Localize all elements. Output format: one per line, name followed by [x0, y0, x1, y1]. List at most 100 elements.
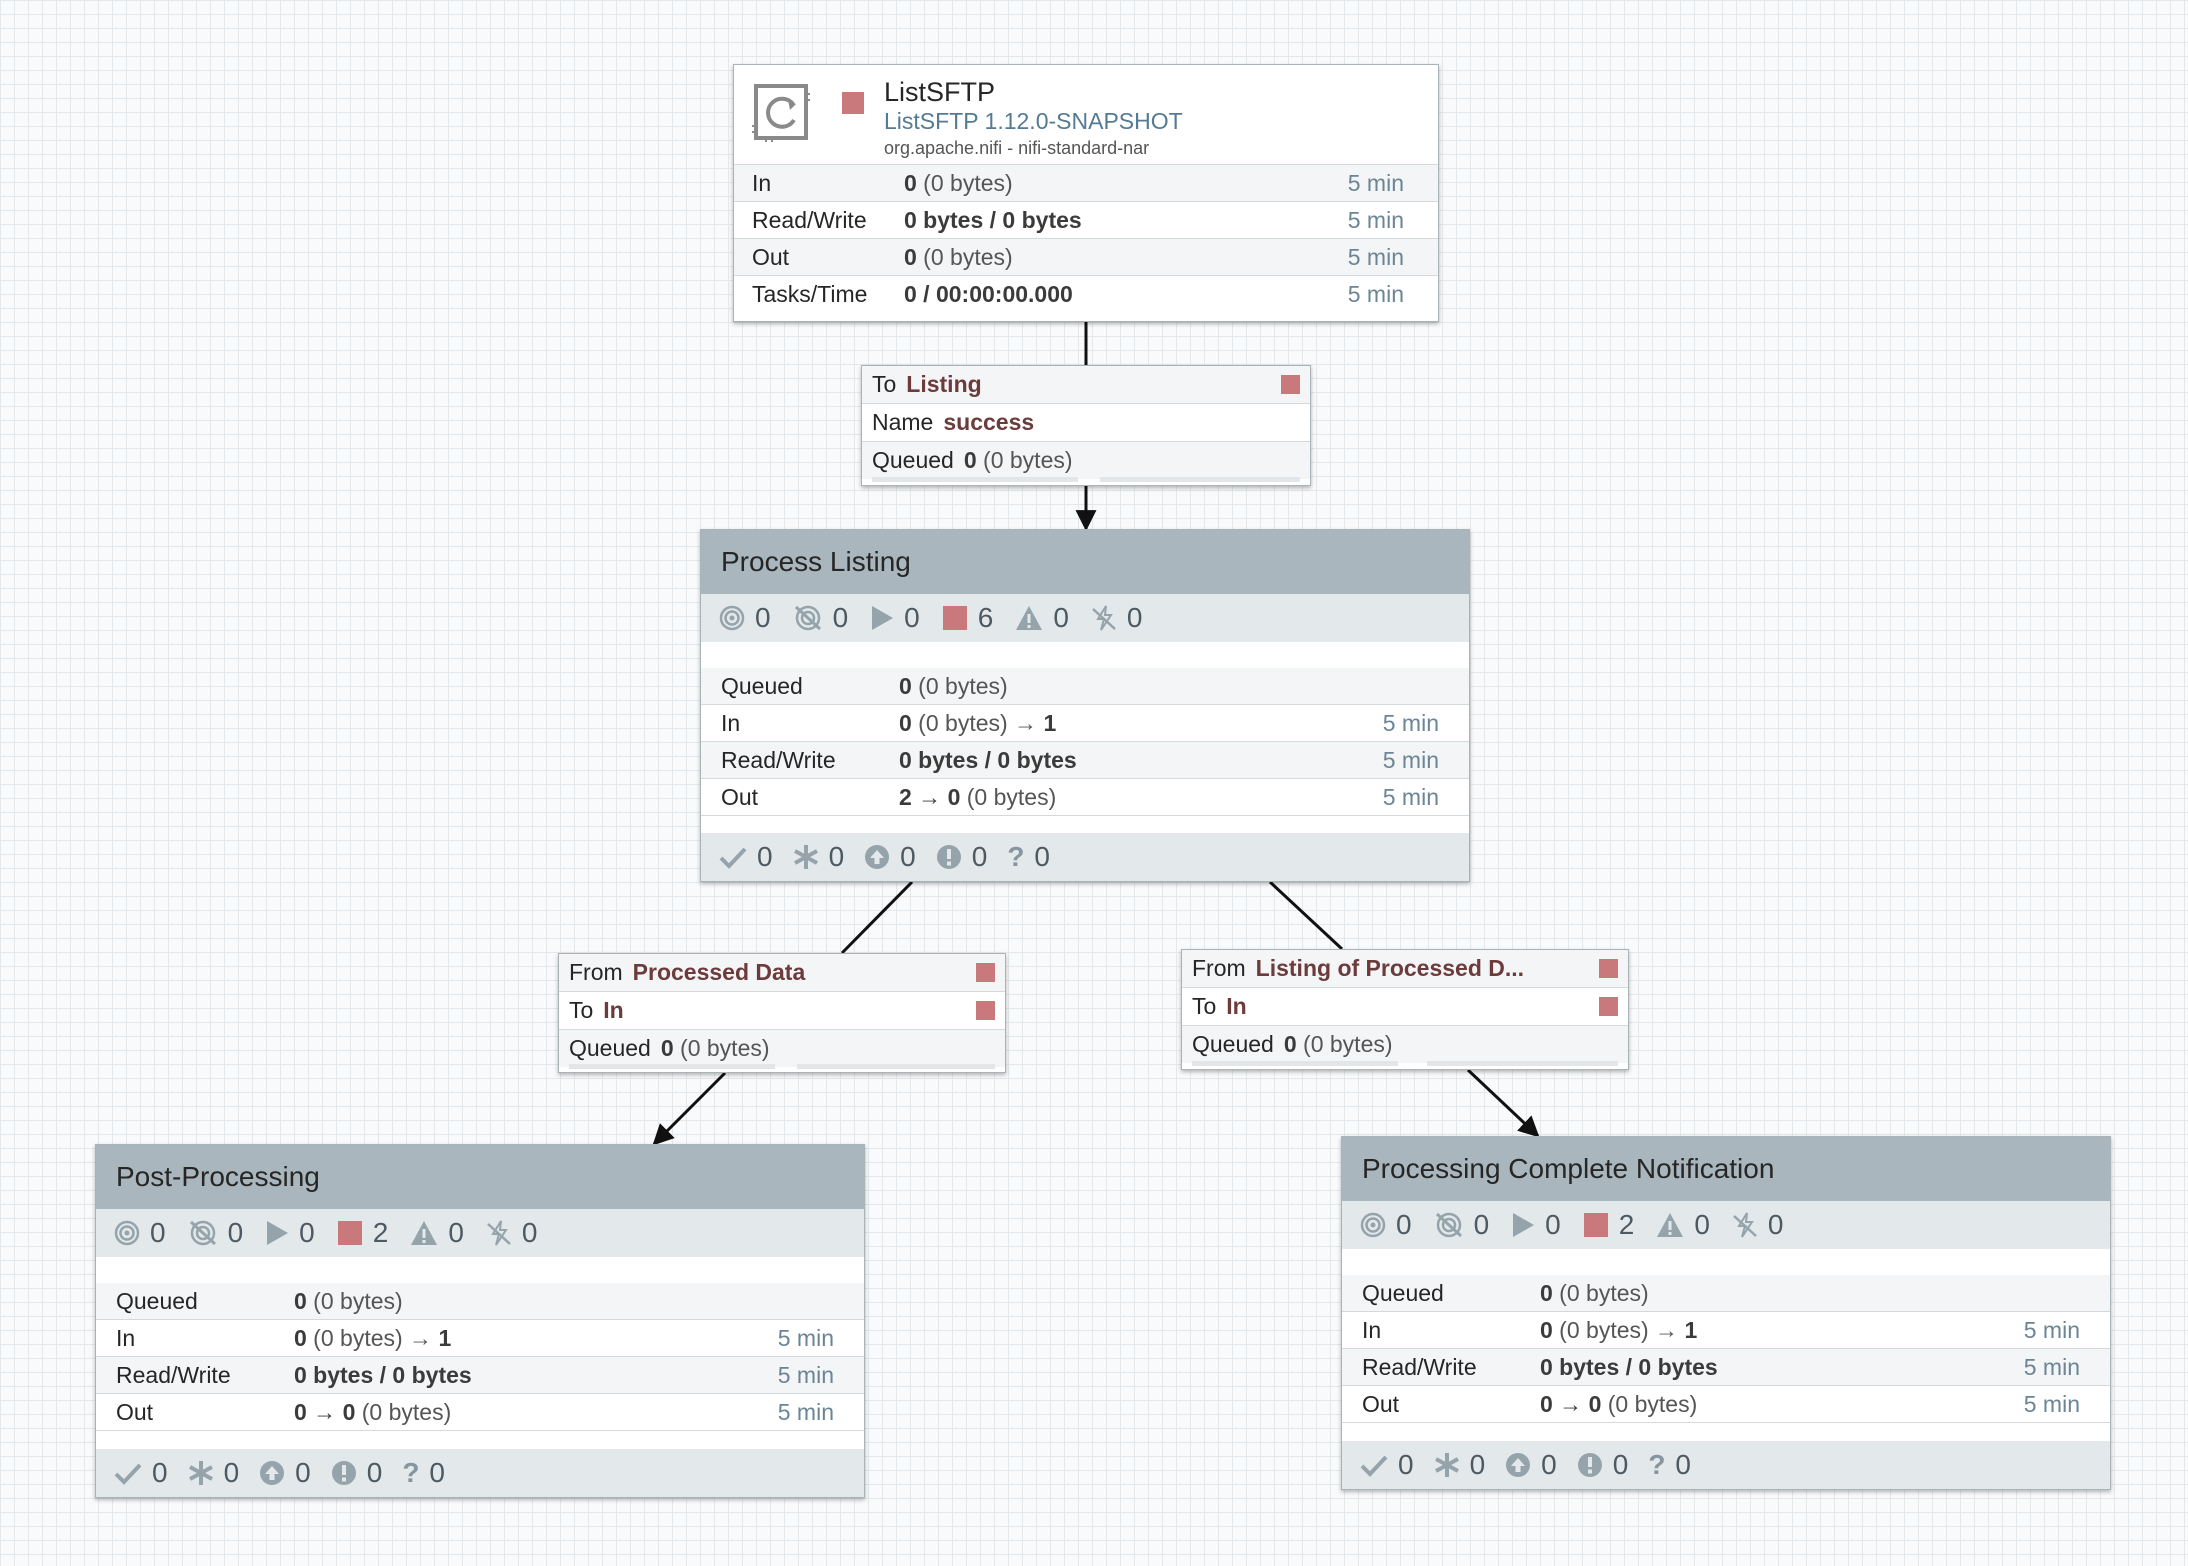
- locally-modified-icon: [1434, 1453, 1459, 1477]
- unknown-icon: ?: [1648, 1449, 1666, 1480]
- stopped-icon: [1599, 959, 1618, 978]
- connection-line-listing-processed-arrow: [1466, 1068, 1540, 1138]
- processor-header: ListSFTP ListSFTP 1.12.0-SNAPSHOT org.ap…: [734, 65, 1438, 165]
- process-group-post-processing[interactable]: Post-Processing 0 0 0 2 0 0 Queued 0 (0 …: [95, 1144, 865, 1498]
- processor-name: ListSFTP: [884, 77, 996, 107]
- stat-value: 0 / 00:00:00.000: [904, 281, 1073, 307]
- stopped-icon[interactable]: [842, 92, 864, 114]
- stopped-icon: [1599, 997, 1618, 1016]
- sync-failure-icon: [1577, 1453, 1602, 1477]
- stale-icon: [1506, 1453, 1531, 1477]
- up-to-date-icon: [114, 1463, 142, 1485]
- stopped-icon: [1583, 1213, 1608, 1237]
- stat-time: 5 min: [1347, 244, 1404, 270]
- process-group-readwrite-row: Read/Write 0 bytes / 0 bytes 5 min: [1342, 1349, 2110, 1386]
- unknown-icon: ?: [402, 1457, 420, 1488]
- queue-size-bar: [797, 1064, 995, 1069]
- connection-line-processed-data: [840, 880, 914, 955]
- process-group-readwrite-row: Read/Write 0 bytes / 0 bytes 5 min: [96, 1357, 864, 1394]
- processor-bundle: org.apache.nifi - nifi-standard-nar: [884, 138, 1150, 158]
- process-group-out-row: Out 0 → 0 (0 bytes) 5 min: [96, 1394, 864, 1431]
- process-group-processing-complete-notification[interactable]: Processing Complete Notification 0 0 0 2…: [1341, 1136, 2111, 1490]
- stat-label: Tasks/Time: [752, 281, 868, 307]
- up-to-date-icon: [1360, 1455, 1388, 1477]
- stat-value: 0 bytes / 0 bytes: [904, 207, 1082, 233]
- process-group-title: Processing Complete Notification: [1342, 1137, 2110, 1201]
- sync-failure-icon: [331, 1461, 356, 1485]
- processor-listsftp[interactable]: ListSFTP ListSFTP 1.12.0-SNAPSHOT org.ap…: [733, 64, 1439, 322]
- process-group-in-row: In 0 (0 bytes) → 1 5 min: [1342, 1312, 2110, 1349]
- stopped-icon: [1281, 375, 1300, 394]
- stat-label: Read/Write: [752, 207, 867, 233]
- process-group-queued-row: Queued 0 (0 bytes): [96, 1283, 864, 1320]
- stopped-icon: [942, 606, 967, 630]
- transmitting-icon: [719, 605, 745, 631]
- processor-stat-out: Out 0 (0 bytes) 5 min: [734, 239, 1438, 276]
- disabled-icon: [1733, 1212, 1757, 1238]
- disabled-icon: [1092, 605, 1116, 631]
- locally-modified-icon: [188, 1461, 213, 1485]
- stat-label: In: [752, 170, 772, 196]
- process-group-queued-row: Queued 0 (0 bytes): [1342, 1275, 2110, 1312]
- stopped-icon: [976, 963, 995, 982]
- sync-failure-icon: [936, 845, 961, 869]
- process-group-queued-row: Queued 0 (0 bytes): [701, 668, 1469, 705]
- process-group-out-row: Out 0 → 0 (0 bytes) 5 min: [1342, 1386, 2110, 1423]
- process-group-counts: 0 0 0 2 0 0: [96, 1209, 864, 1257]
- queue-size-bar: [1100, 477, 1300, 482]
- up-to-date-icon: [719, 847, 747, 869]
- stale-icon: [260, 1461, 285, 1485]
- processor-stat-tasks: Tasks/Time 0 / 00:00:00.000 5 min: [734, 276, 1438, 312]
- stat-label: Out: [752, 244, 790, 270]
- process-group-readwrite-row: Read/Write 0 bytes / 0 bytes 5 min: [701, 742, 1469, 779]
- stat-time: 5 min: [1347, 170, 1404, 196]
- locally-modified-icon: [793, 845, 818, 869]
- process-group-out-row: Out 2 → 0 (0 bytes) 5 min: [701, 779, 1469, 816]
- stat-time: 5 min: [1347, 207, 1404, 233]
- not-transmitting-icon: [794, 605, 821, 631]
- running-icon: [872, 606, 894, 630]
- process-group-title: Process Listing: [701, 530, 1469, 594]
- running-icon: [267, 1221, 289, 1245]
- transmitting-icon: [114, 1220, 140, 1246]
- process-group-in-row: In 0 (0 bytes) → 1 5 min: [96, 1320, 864, 1357]
- processor-icon: [752, 84, 810, 142]
- stopped-icon: [976, 1001, 995, 1020]
- invalid-icon: [1657, 1213, 1684, 1237]
- queue-count-bar: [1192, 1061, 1398, 1066]
- queue-count-bar: [569, 1064, 775, 1069]
- invalid-icon: [1016, 606, 1043, 630]
- disabled-icon: [487, 1220, 511, 1246]
- process-group-process-listing[interactable]: Process Listing 0 0 0 6 0 0 Queued 0 (0 …: [700, 529, 1470, 882]
- process-group-in-row: In 0 (0 bytes) → 1 5 min: [701, 705, 1469, 742]
- not-transmitting-icon: [1435, 1212, 1462, 1238]
- connection-line-processed-data-arrow: [652, 1071, 727, 1146]
- running-icon: [1513, 1213, 1535, 1237]
- process-group-title: Post-Processing: [96, 1145, 864, 1209]
- not-transmitting-icon: [189, 1220, 216, 1246]
- queue-size-bar: [1427, 1061, 1618, 1066]
- transmitting-icon: [1360, 1212, 1386, 1238]
- stat-value: 0 (0 bytes): [904, 170, 1013, 196]
- stat-value: 0 (0 bytes): [904, 244, 1013, 270]
- process-group-version-footer: 0 0 0 0 ?0: [1342, 1441, 2110, 1489]
- unknown-icon: ?: [1007, 841, 1025, 872]
- process-group-version-footer: 0 0 0 0 ?0: [96, 1449, 864, 1497]
- process-group-version-footer: 0 0 0 0 ?0: [701, 833, 1469, 881]
- processor-type: ListSFTP 1.12.0-SNAPSHOT: [884, 108, 1183, 134]
- stopped-icon: [337, 1221, 362, 1245]
- processor-stat-in: In 0 (0 bytes) 5 min: [734, 165, 1438, 202]
- invalid-icon: [411, 1221, 438, 1245]
- queue-count-bar: [872, 477, 1078, 482]
